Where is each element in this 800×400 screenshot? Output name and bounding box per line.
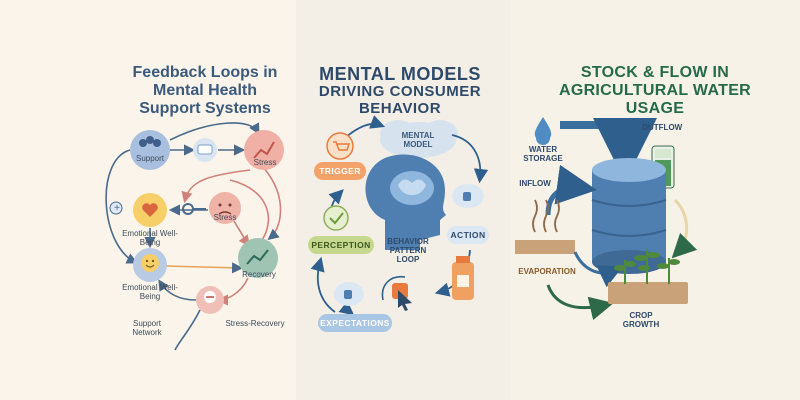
title-line: MENTAL MODELS [319,64,481,84]
action-thumb-cloud [452,184,484,208]
mental-model-cloud [380,120,458,158]
behavior-loop-label: BEHAVIOR PATTERN LOOP [387,237,429,264]
expectations-thumb-cloud [334,282,364,306]
evaporation-soil [515,199,575,254]
outflow-label: OUTFLOW [641,123,683,132]
emotional-wellbeing-label: Emotional Well-Being [122,283,178,301]
wellbeing-smile-node [133,248,167,282]
inflow-label: INFLOW [519,179,551,188]
plus-sign: + [114,203,120,214]
chat-icon [193,138,217,162]
title-line: Mental Health [152,81,257,99]
support-node [130,130,170,170]
title-line: Support Systems [139,99,271,117]
water-storage-label: WATER STORAGE [523,145,563,163]
stress-mid-label: Stress [213,213,237,222]
outflow-pipe [560,118,657,182]
trigger-pill: TRIGGER [314,162,366,180]
title-line: STOCK & FLOW IN [580,64,730,81]
recovery-label: Recovery [242,270,276,279]
product-bottle-icon [452,256,474,300]
plus-badge [109,201,123,215]
crop-growth-label: CROP GROWTH [622,311,660,329]
title-line: AGRICULTURAL WATER [558,81,752,99]
cursor-icon [381,275,412,311]
stress-recovery-node [196,286,224,314]
support-network-label: Support Network [132,319,162,337]
water-drop-icon [534,117,552,145]
panel3-title: STOCK & FLOW IN AGRICULTURAL WATER USAGE [510,64,800,118]
recovery-node [238,238,278,278]
support-label: Support [135,154,165,163]
mental-model-label: MENTAL MODEL [401,131,435,149]
stress-recovery-label: Stress-Recovery [225,319,285,328]
trigger-badge [326,132,354,160]
perception-pill: PERCEPTION [308,236,374,254]
head-silhouette [365,154,446,250]
panel2-title: MENTAL MODELS DRIVING CONSUMER BEHAVIOR [300,64,500,118]
wellbeing-heart-node [133,193,167,227]
key-icon [182,203,206,215]
perception-badge [323,205,349,231]
action-pill: ACTION [447,226,489,244]
emotional-wellbeing-label: Emotional Well-Being [122,229,178,247]
panel2-loop-arrows [310,115,489,316]
expectations-pill: EXPECTATIONS [318,314,392,332]
stress-top-label: Stress [253,158,277,167]
evaporation-label: EVAPORATION [518,267,576,276]
title-line: USAGE [625,99,685,117]
title-line: Feedback Loops in [132,64,278,81]
panel1-title: Feedback Loops in Mental Health Support … [100,64,310,118]
loop-arrows [546,198,698,321]
title-line: BEHAVIOR [358,99,442,117]
inflow-arrow [545,164,597,216]
crop-field [608,250,688,304]
title-line: DRIVING CONSUMER [318,83,482,101]
stress-mid-node [209,192,241,224]
stress-top-node [244,130,284,170]
